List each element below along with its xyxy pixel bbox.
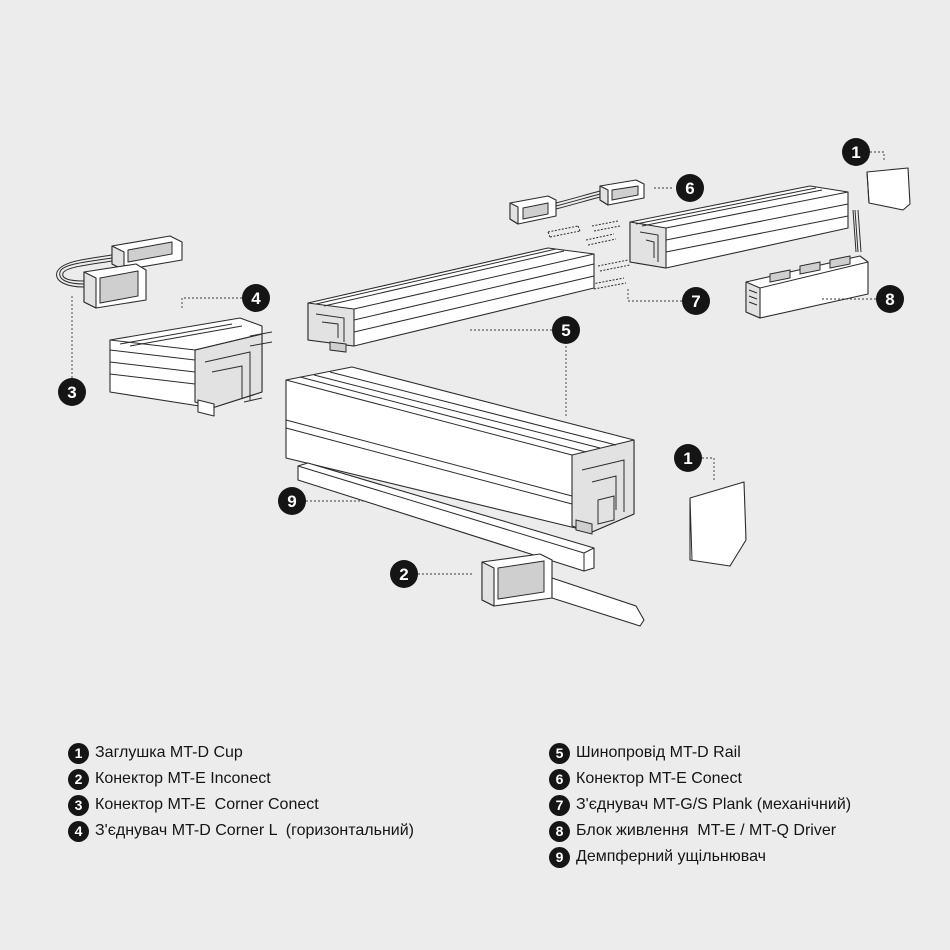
legend-item: 3 Конектор MT-E Corner Conect [68,792,414,818]
callout-2-num: 2 [399,565,408,584]
callout-6: 6 [676,174,704,202]
driver-part [745,255,869,319]
callout-1-top: 1 [842,138,870,166]
corner-conect-part [56,235,183,309]
legend-badge: 7 [549,794,570,816]
callout-4: 4 [242,284,270,312]
connector-conect-part [509,179,645,225]
rail-upper-right-part [629,185,862,269]
legend-item: 7 З'єднувач MT-G/S Plank (механічний) [549,792,851,818]
legend-text: Шинопровід MT-D Rail [576,744,741,761]
legend-text: З'єднувач MT-G/S Plank (механічний) [576,796,852,813]
legend-text: Демпферний ущільнювач [576,848,766,865]
callout-1-bottom: 1 [674,444,702,472]
legend-badge: 2 [68,768,89,790]
legend-text: З'єднувач MT-D Corner L (горизонтальний) [95,822,414,839]
legend-item: 4 З'єднувач MT-D Corner L (горизонтальни… [68,818,414,844]
corner-l-part [109,317,273,417]
legend-item: 8 Блок живлення MT-E / MT-Q Driver [549,818,851,844]
callout-7-num: 7 [691,292,700,311]
legend-text: Конектор MT-E Corner Conect [95,796,319,813]
callout-6-num: 6 [685,179,694,198]
end-cap-large-part [689,481,747,567]
callout-4-num: 4 [251,289,261,308]
plank-strips-part [547,220,631,290]
legend-badge: 4 [68,820,89,842]
end-cap-small-part [866,167,911,211]
leader-lines [71,151,885,575]
legend-item: 1 Заглушка MT-D Cup [68,740,414,766]
legend-text: Конектор MT-E Conect [576,770,742,787]
legend-item: 2 Конектор MT-E Inconect [68,766,414,792]
legend-text: Заглушка MT-D Cup [95,744,243,761]
callout-5: 5 [552,316,580,344]
legend-text: Блок живлення MT-E / MT-Q Driver [576,822,837,839]
legend-badge: 9 [549,846,570,868]
callout-9: 9 [278,487,306,515]
callout-2: 2 [390,560,418,588]
rail-middle-part [307,247,595,353]
legend-item: 5 Шинопровід MT-D Rail [549,740,851,766]
callout-1-bottom-num: 1 [683,449,692,468]
callout-8-num: 8 [885,290,894,309]
damper-seal-part [297,462,595,572]
connector-inconect-part [481,553,645,627]
callout-7: 7 [682,287,710,315]
callout-5-num: 5 [561,321,570,340]
legend-left: 1 Заглушка MT-D Cup 2 Конектор MT-E Inco… [68,740,414,844]
legend-item: 6 Конектор MT-E Conect [549,766,851,792]
callout-8: 8 [876,285,904,313]
legend-badge: 6 [549,768,570,790]
callout-3: 3 [58,378,86,406]
legend-badge: 1 [68,742,89,764]
legend-badge: 5 [549,742,570,764]
legend-badge: 3 [68,794,89,816]
legend-badge: 8 [549,820,570,842]
callout-9-num: 9 [287,492,296,511]
exploded-assembly-diagram: .p { fill: #ffffff; stroke: #2c2c2c; str… [56,138,911,627]
callout-3-num: 3 [67,383,76,402]
rail-main-part [285,366,635,535]
callout-1-top-num: 1 [851,143,860,162]
legend-item: 9 Демпферний ущільнювач [549,844,851,870]
legend-right: 5 Шинопровід MT-D Rail 6 Конектор MT-E C… [549,740,851,870]
legend-text: Конектор MT-E Inconect [95,770,271,787]
